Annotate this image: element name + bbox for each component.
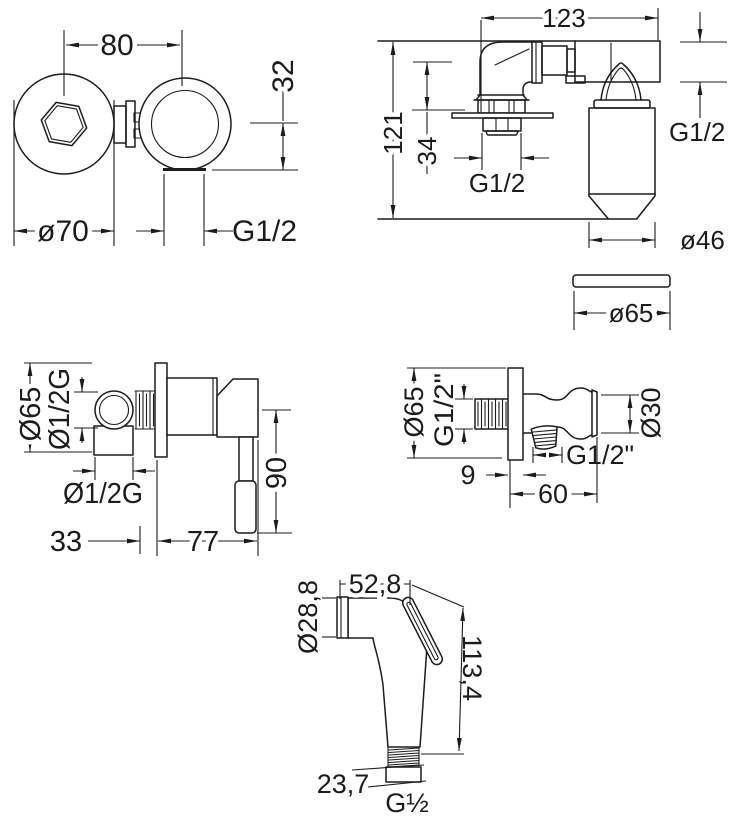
dim-front-width: 80 bbox=[100, 29, 133, 62]
dim-sprayer-thread: G½ bbox=[385, 788, 429, 818]
dim-spout-width: 123 bbox=[542, 3, 585, 33]
dim-front-outlet-thread: G1/2 bbox=[232, 215, 297, 248]
dim-spout-height: 121 bbox=[378, 111, 408, 154]
dim-profile-flange-diameter: Ø65 bbox=[15, 387, 47, 442]
mixer-front-dimensions: 80 32 ø70 G1/2 bbox=[13, 25, 305, 253]
profile-outline bbox=[93, 362, 259, 534]
dim-bracket-wall-thread: G1/2" bbox=[429, 373, 459, 447]
dim-sprayer-head-diameter: Ø28,8 bbox=[293, 580, 323, 654]
sprayer-dimensions: 52,8 Ø28,8 113,4 23,7 G½ bbox=[293, 565, 487, 819]
dim-bracket-hose-thread: G1/2" bbox=[566, 440, 634, 470]
dim-bracket-projection: 60 bbox=[538, 479, 568, 509]
bracket-outline bbox=[474, 367, 598, 461]
dim-profile-inlet-offset: 33 bbox=[50, 526, 82, 558]
view-hand-sprayer: 52,8 Ø28,8 113,4 23,7 G½ bbox=[293, 565, 487, 819]
spout-outline bbox=[377, 40, 671, 288]
dim-spout-inset: 34 bbox=[412, 137, 442, 166]
dim-profile-handle-length: 90 bbox=[261, 457, 293, 489]
view-mixer-profile: Ø65 Ø1/2G Ø1/2G 90 33 77 bbox=[11, 362, 298, 563]
view-wall-bracket: Ø65 G1/2" Ø30 9 G1/2" 60 bbox=[395, 367, 666, 514]
dim-spout-diameter: ø46 bbox=[680, 225, 725, 255]
view-spout: 123 121 34 G1/2 G1/2 ø46 ø65 bbox=[374, 0, 727, 333]
profile-dimensions: Ø65 Ø1/2G Ø1/2G 90 33 77 bbox=[11, 362, 298, 563]
dim-sprayer-head-length: 52,8 bbox=[349, 569, 402, 599]
dim-profile-projection: 77 bbox=[187, 526, 219, 558]
spout-dimensions: 123 121 34 G1/2 G1/2 ø46 ø65 bbox=[374, 0, 727, 333]
mixer-front-outline bbox=[13, 73, 232, 175]
dim-bracket-plate-thickness: 9 bbox=[460, 460, 475, 490]
dim-spout-bottom-thread: G1/2 bbox=[469, 168, 525, 198]
dim-front-body-diameter: ø70 bbox=[37, 215, 89, 248]
dim-front-drop: 32 bbox=[267, 59, 300, 92]
bracket-dimensions: Ø65 G1/2" Ø30 9 G1/2" 60 bbox=[395, 367, 666, 514]
view-mixer-front: 80 32 ø70 G1/2 bbox=[13, 25, 305, 253]
dim-profile-port-diameter: Ø1/2G bbox=[44, 368, 76, 450]
dim-bracket-knob-diameter: Ø30 bbox=[636, 387, 666, 438]
dim-sprayer-body-height: 113,4 bbox=[457, 635, 487, 701]
dim-profile-port-label: Ø1/2G bbox=[63, 478, 143, 510]
dim-bracket-flange-diameter: Ø65 bbox=[399, 386, 429, 437]
sprayer-outline bbox=[336, 596, 444, 783]
dim-spout-plate-diameter: ø65 bbox=[609, 298, 654, 328]
dim-spout-side-thread: G1/2 bbox=[669, 117, 725, 147]
dim-sprayer-thread-length: 23,7 bbox=[317, 769, 370, 799]
